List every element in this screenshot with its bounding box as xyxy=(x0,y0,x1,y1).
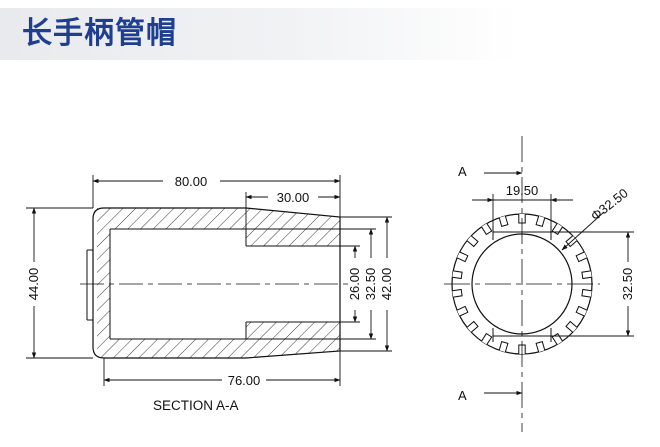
dim-taper-length: 30.00 xyxy=(277,190,310,205)
rib-notch xyxy=(551,332,563,345)
section-dimension-labels: 80.00 30.00 76.00 44.00 26.00 32.50 42.0… xyxy=(26,174,394,413)
dim-end-diameter: Φ32.50 xyxy=(588,185,631,223)
rib-notch xyxy=(565,320,578,333)
rib-notch xyxy=(498,215,509,228)
section-outline xyxy=(92,207,341,359)
section-label-top: A xyxy=(458,164,467,179)
end-view-dimensions xyxy=(472,170,634,396)
header-bar xyxy=(0,8,520,60)
dim-outer-diameter: 44.00 xyxy=(26,268,41,301)
end-view xyxy=(444,136,600,432)
section-label-bottom: A xyxy=(458,388,467,403)
rib-notch xyxy=(575,305,588,317)
rib-notch xyxy=(456,251,469,263)
rib-notch xyxy=(456,305,469,317)
top-wall-hatch xyxy=(97,208,340,229)
rib-notch xyxy=(535,340,546,353)
dim-body-length: 76.00 xyxy=(228,373,261,388)
dim-mid-diameter: 32.50 xyxy=(363,268,378,301)
dim-bore-diameter: 26.00 xyxy=(347,268,362,301)
dim-end-height: 32.50 xyxy=(620,268,635,301)
rib-notch xyxy=(498,340,509,353)
rib-notch xyxy=(452,288,463,298)
dim-inner-diameter: 42.00 xyxy=(379,268,394,301)
rib-notch xyxy=(575,251,588,263)
bottom-bore-hatch xyxy=(246,322,340,339)
rib-notch xyxy=(581,270,592,280)
rib-notches xyxy=(452,214,592,354)
bottom-wall-hatch xyxy=(97,339,340,358)
dim-overall-length: 80.00 xyxy=(175,174,208,189)
top-bore-hatch xyxy=(246,229,340,246)
rib-notch xyxy=(535,215,546,228)
dim-end-width: 19.50 xyxy=(506,183,539,198)
section-dimensions xyxy=(26,175,392,386)
rib-notch xyxy=(481,223,493,236)
rib-notch xyxy=(452,270,463,280)
rib-notch xyxy=(581,288,592,298)
rib-notch xyxy=(466,235,479,248)
section-view xyxy=(80,207,352,359)
page-title: 长手柄管帽 xyxy=(22,16,177,51)
rib-notch xyxy=(551,223,563,236)
rib-notch xyxy=(481,332,493,345)
rib-notch xyxy=(466,320,479,333)
section-caption: SECTION A-A xyxy=(153,398,239,413)
